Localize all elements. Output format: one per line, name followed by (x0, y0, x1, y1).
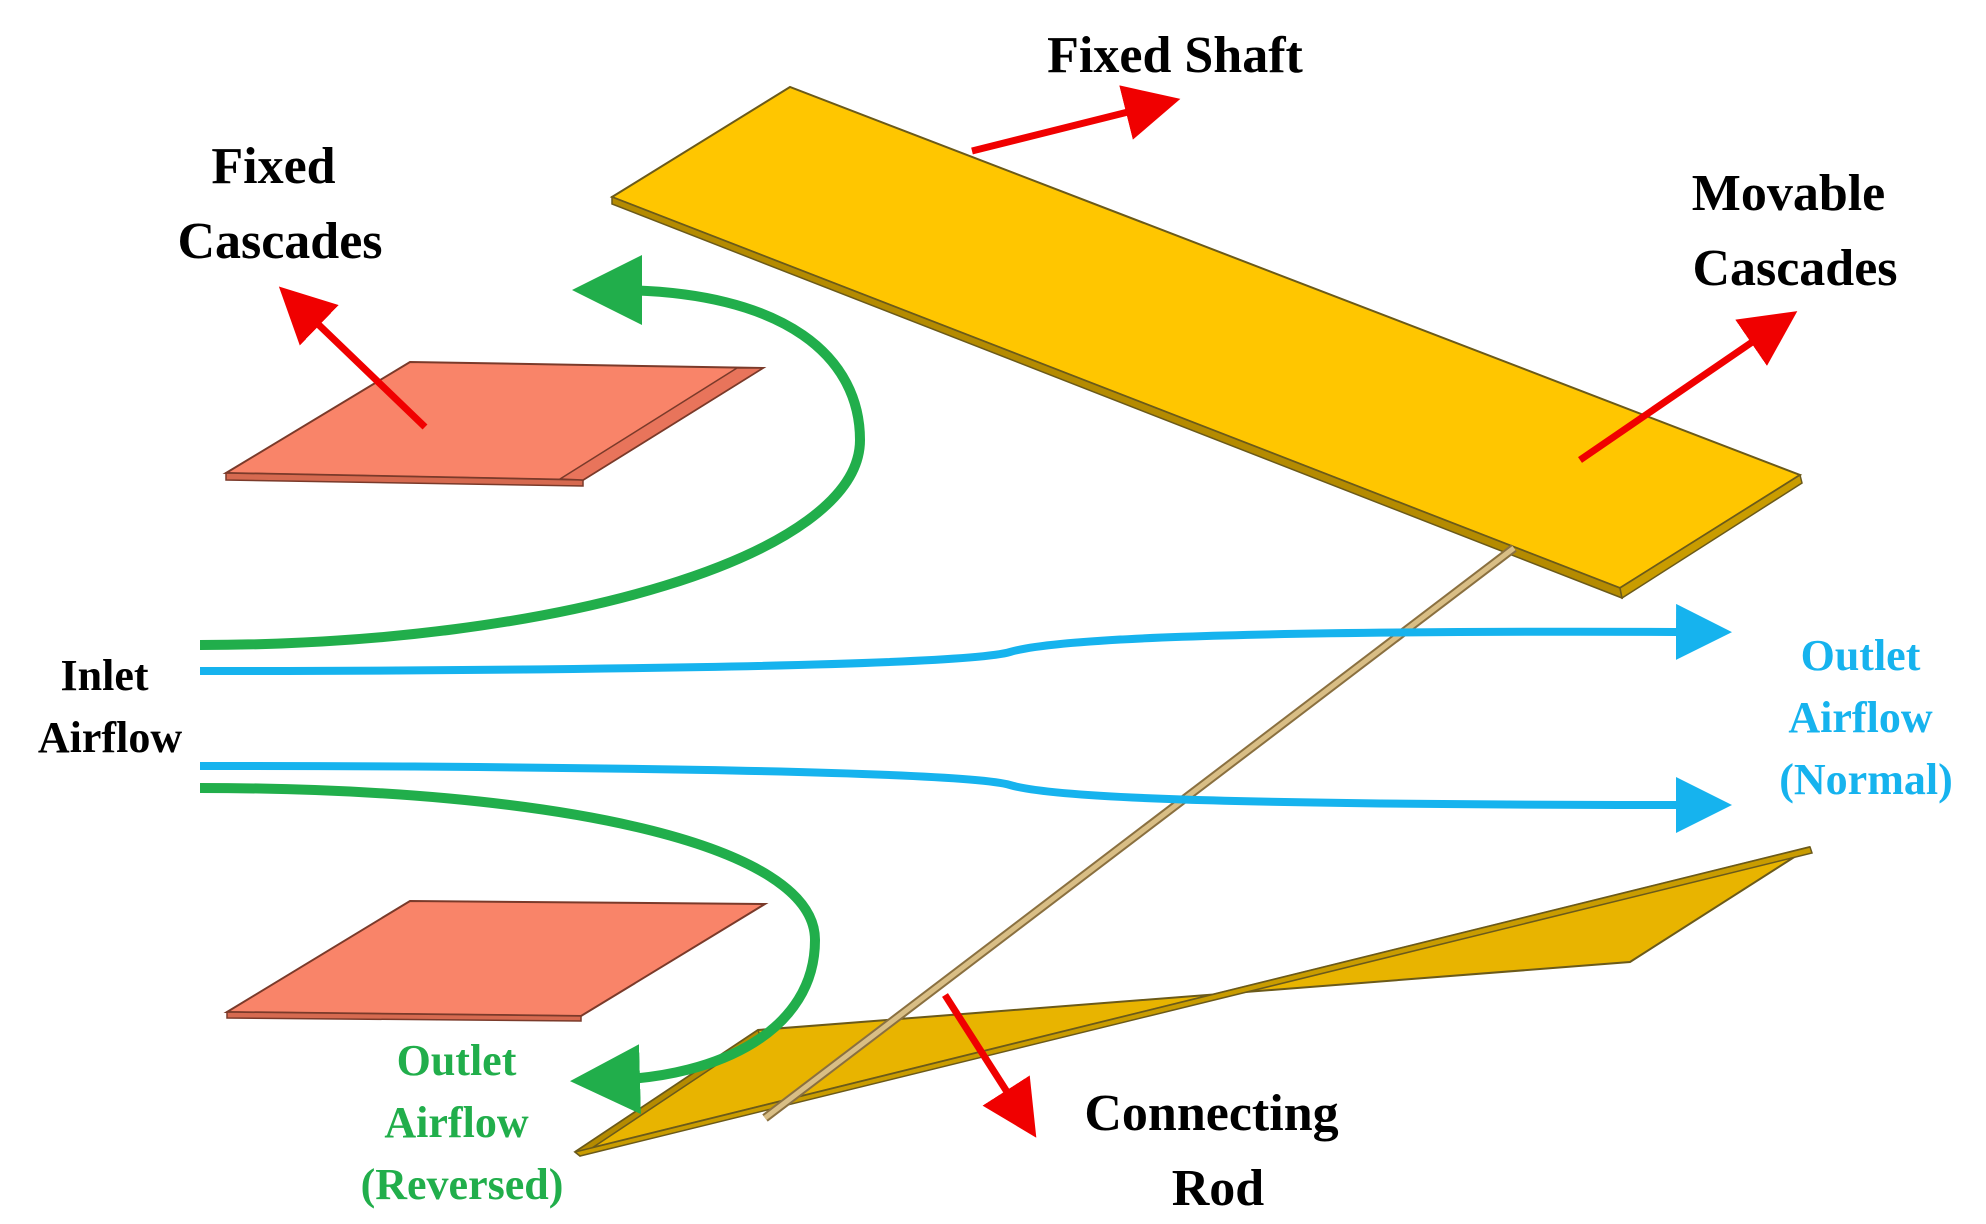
label-fixed-shaft: Fixed Shaft (1047, 27, 1303, 84)
label-movable-cascades: Movable Cascades (1692, 165, 1899, 297)
normal-airflow-arrows (199, 603, 1732, 833)
label-outlet-airflow-normal: Outlet Airflow (Normal) (1779, 631, 1953, 804)
upper-fixed-cascade (222, 360, 767, 487)
label-inlet-airflow: Inlet Airflow (38, 651, 182, 762)
connecting-rod (762, 544, 1517, 1122)
fixed-shaft-pointer (971, 85, 1181, 155)
lower-reversed-flow (199, 783, 821, 1115)
label-connecting-rod: Connecting Rod (1084, 1085, 1351, 1217)
fixed-cascades-pointer (278, 286, 428, 430)
lower-normal-flow (199, 762, 1732, 833)
upper-normal-flow (199, 603, 1732, 675)
upper-reversed-flow (199, 255, 866, 650)
lower-fixed-cascade (223, 899, 769, 1022)
pointer-arrows (278, 85, 1798, 1138)
label-outlet-airflow-reversed: Outlet Airflow (Reversed) (361, 1036, 564, 1209)
label-fixed-cascades: Fixed Cascades (177, 138, 382, 270)
connecting-rod-pointer (942, 993, 1037, 1138)
reversed-airflow-arrows (199, 255, 866, 1115)
movable-cascades-pointer (1578, 311, 1798, 463)
upper-movable-cascade (609, 85, 1803, 600)
